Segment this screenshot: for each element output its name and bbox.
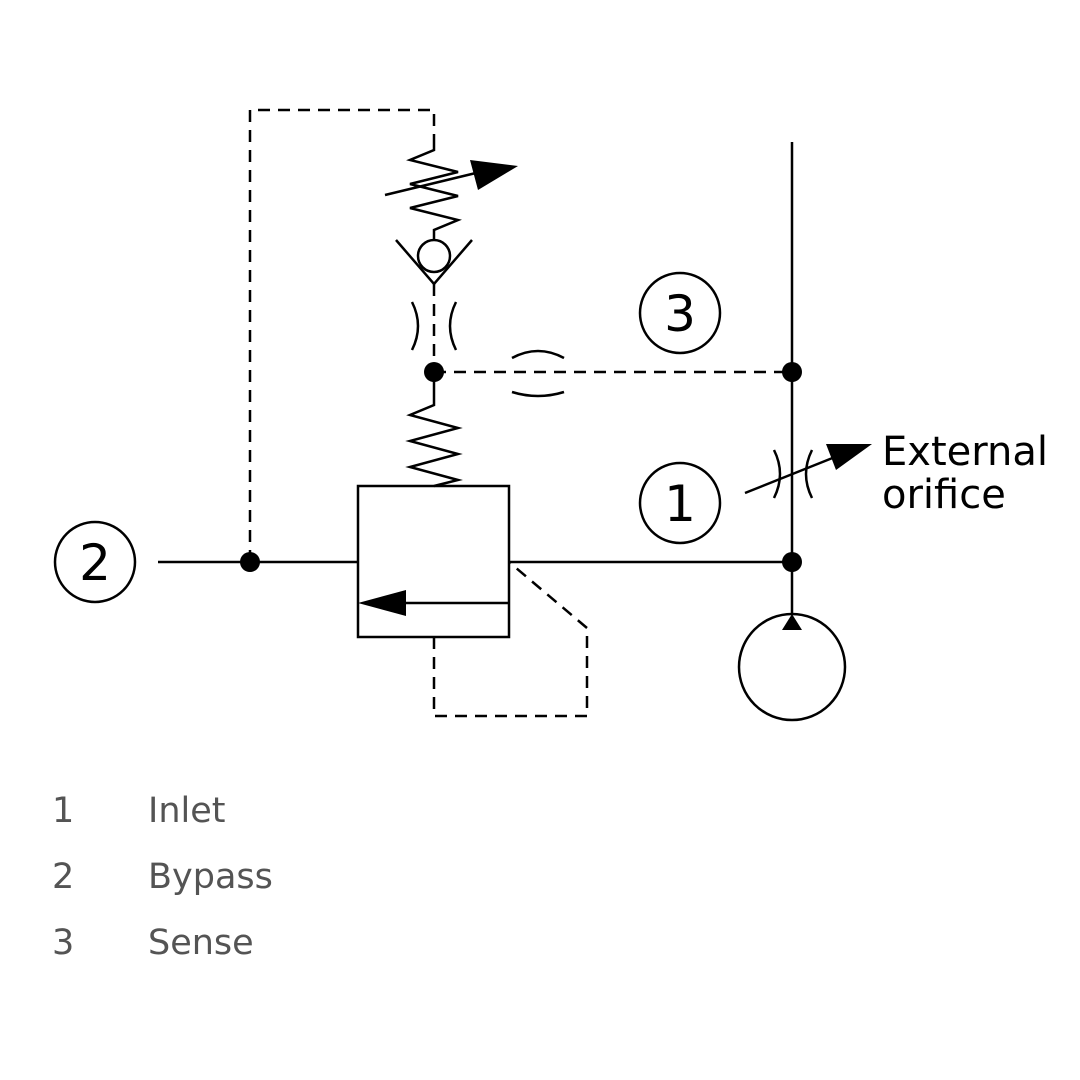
callout-line-2: orifice: [882, 472, 1006, 518]
legend-label: Bypass: [148, 857, 273, 897]
check-valve-ball: [416, 238, 452, 274]
external-orifice-right: [804, 449, 814, 499]
spring-adjust-arrowhead: [470, 160, 518, 190]
junction-dot-spring: [424, 362, 444, 382]
adjustable-spring: [406, 145, 462, 240]
drain-line: [432, 561, 589, 718]
valve-body: [356, 484, 511, 639]
port-1-number: 1: [664, 475, 696, 533]
vertical-orifice-left: [410, 301, 420, 351]
external-orifice-left: [772, 449, 782, 499]
pilot-line-top: [248, 108, 436, 562]
port-legend: 1 Inlet 2 Bypass 3 Sense: [52, 778, 273, 976]
check-valve-seat: [395, 239, 473, 286]
external-orifice-arrow: [744, 453, 841, 495]
legend-number: 1: [52, 791, 75, 831]
port-3-number: 3: [664, 285, 696, 343]
sense-orifice-bottom: [511, 390, 565, 398]
legend-item: 2 Bypass: [52, 844, 273, 910]
junction-dot-sense: [782, 362, 802, 382]
vertical-orifice-right: [448, 301, 458, 351]
legend-item: 3 Sense: [52, 910, 273, 976]
callout-line-1: External: [882, 429, 1048, 475]
port-1-circle: [638, 461, 722, 545]
legend-label: Sense: [148, 923, 254, 963]
legend-item: 1 Inlet: [52, 778, 273, 844]
port-2-circle: [53, 520, 137, 604]
port-3-circle: [638, 271, 722, 355]
legend-number: 2: [52, 857, 75, 897]
valve-flow-arrowhead: [358, 590, 406, 616]
pump-arrowhead: [782, 614, 802, 630]
spring-adjust-arrow: [384, 170, 481, 197]
external-orifice-arrowhead: [826, 444, 872, 470]
legend-label: Inlet: [148, 791, 226, 831]
sense-orifice-top: [511, 349, 565, 360]
junction-dot-bypass: [240, 552, 260, 572]
junction-dot-inlet: [782, 552, 802, 572]
bias-spring: [405, 372, 463, 488]
legend-number: 3: [52, 923, 75, 963]
port-2-number: 2: [79, 534, 111, 592]
